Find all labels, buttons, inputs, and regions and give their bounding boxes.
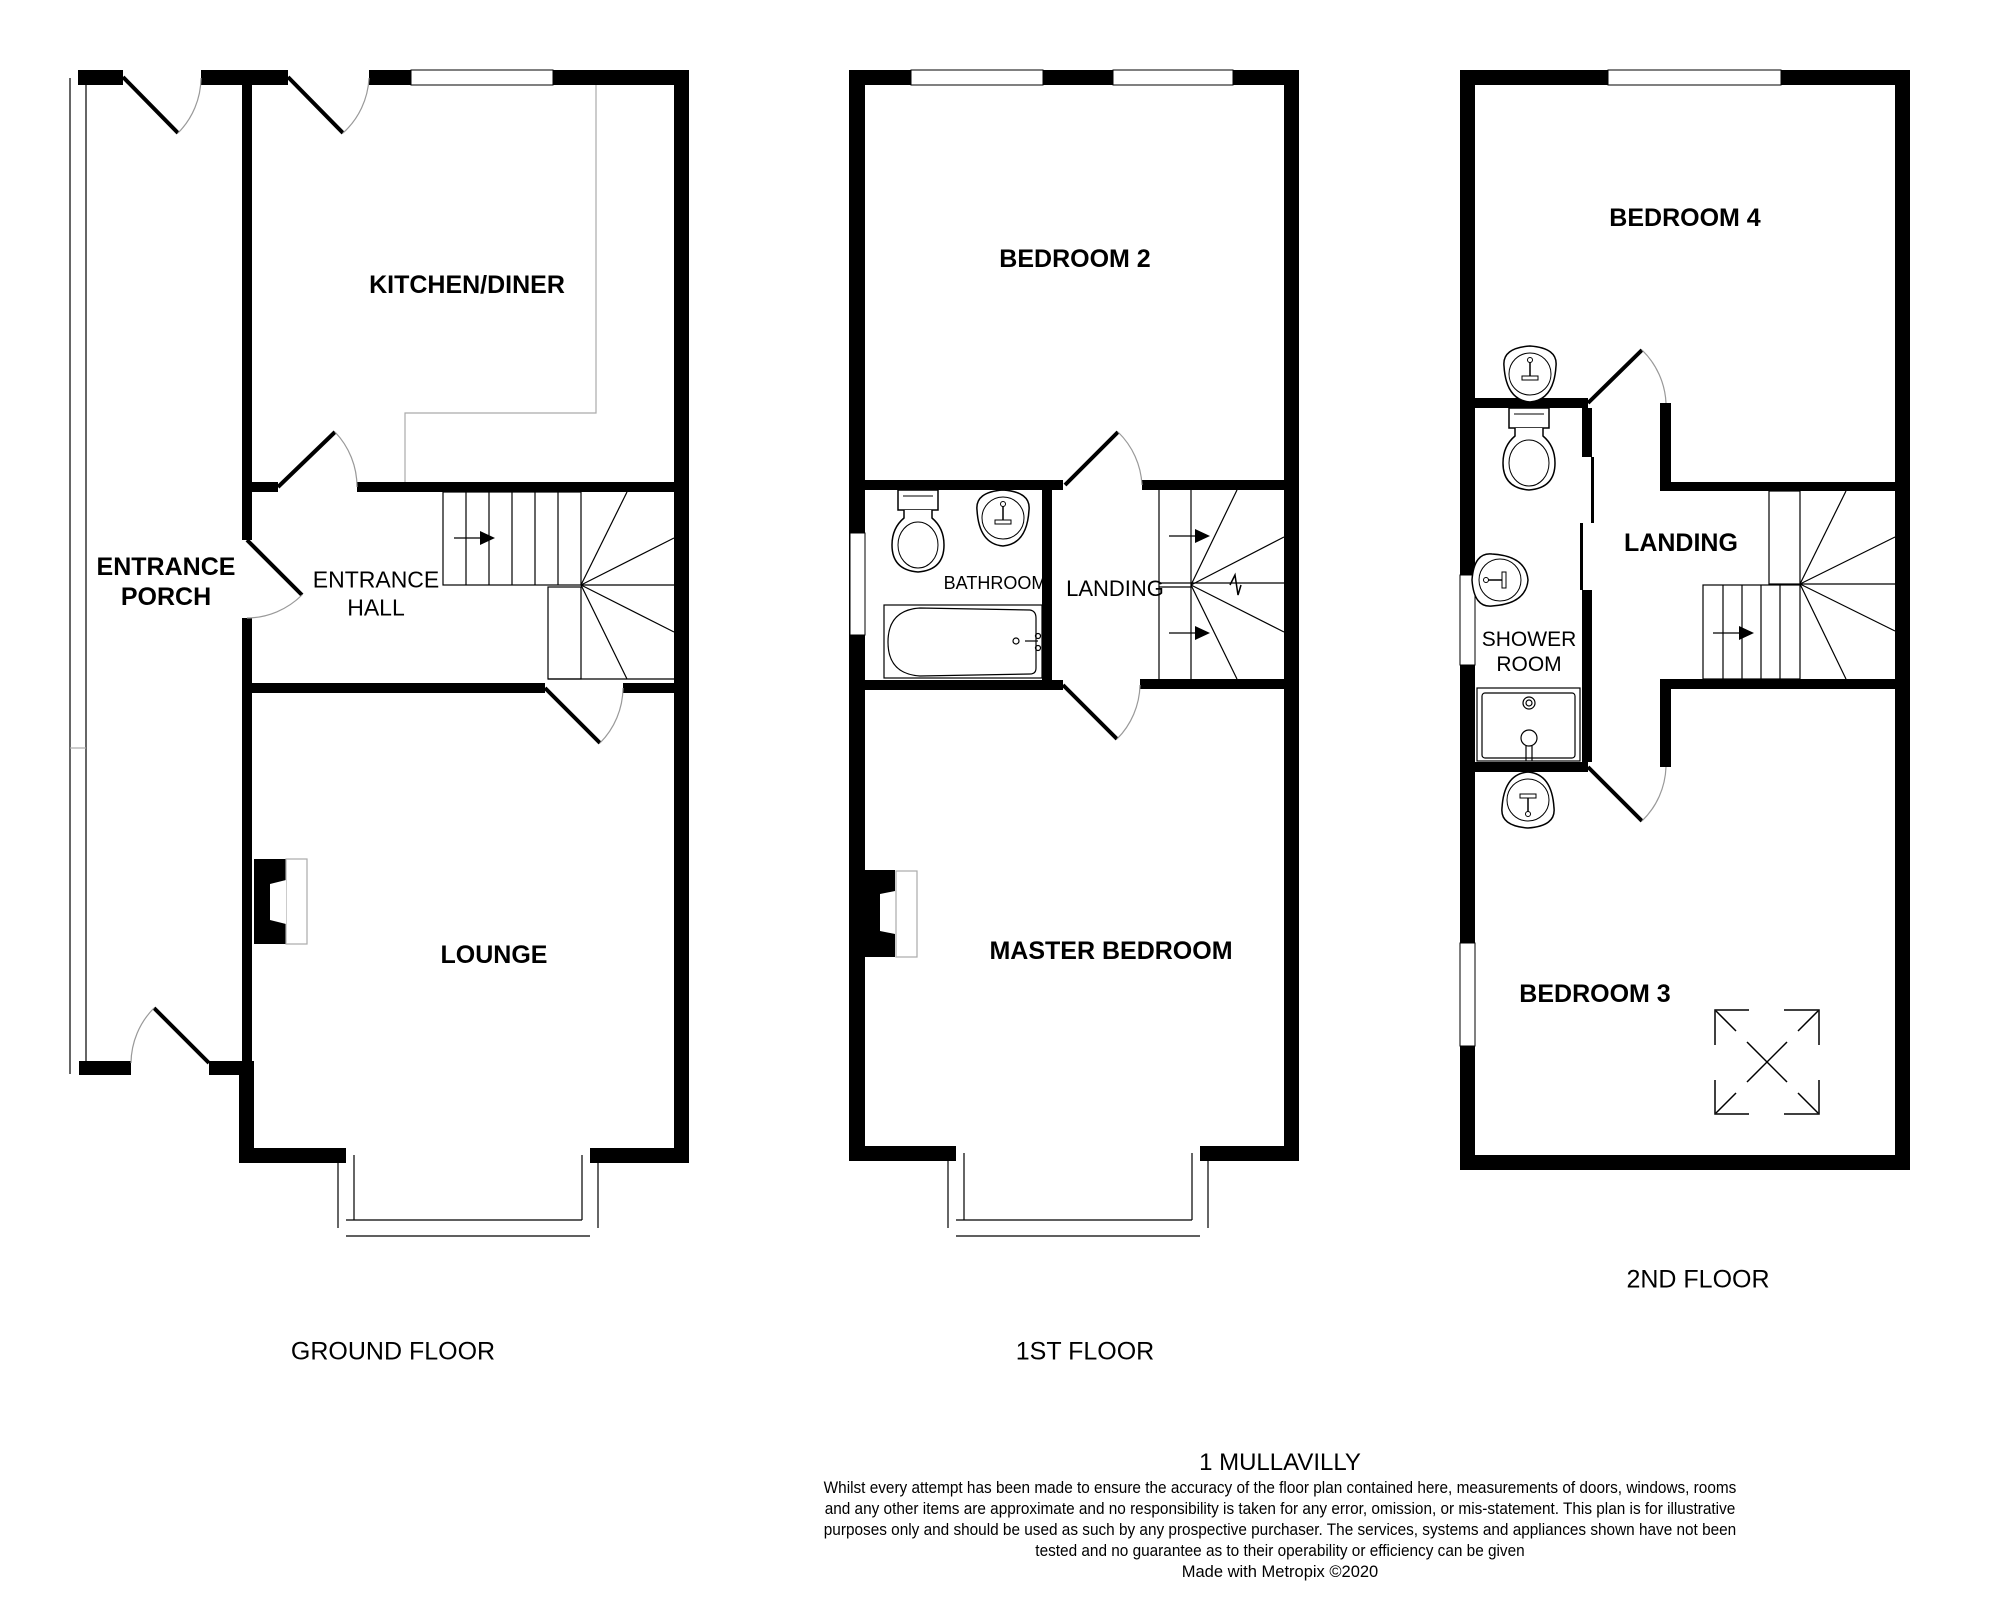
bedroom-2-window-left [910, 69, 1044, 86]
second-floor-plan [1459, 69, 1910, 1170]
bedroom-4-window [1607, 69, 1782, 86]
kitchen-worktop-outline [404, 85, 597, 482]
ground-staircase [442, 491, 675, 680]
plan-footer: 1 MULLAVILLY Whilst every attempt has be… [780, 1448, 1780, 1583]
metropix-credit: Made with Metropix ©2020 [1181, 1563, 1379, 1581]
disclaimer-text: Whilst every attempt has been made to en… [823, 1479, 1737, 1560]
master-fireplace-hearth [895, 870, 918, 958]
room-label-kitchen-diner: KITCHEN/DINER [369, 271, 565, 299]
master-bay-window [947, 1153, 1209, 1237]
bedroom-2-window-right [1112, 69, 1234, 86]
floor-label-ground: GROUND FLOOR [290, 1337, 496, 1366]
porch-glazed-wall [69, 78, 87, 1074]
room-label-shower-room: SHOWER ROOM [1481, 627, 1577, 676]
stair-direction-arrow-icon [1195, 529, 1210, 543]
ground-doors [121, 75, 624, 1065]
bedroom-3-window [1459, 942, 1476, 1047]
floor-label-first: 1ST FLOOR [1015, 1337, 1155, 1366]
room-label-entrance-hall: ENTRANCE HALL [312, 566, 440, 620]
second-walls [1460, 70, 1910, 1170]
floor-label-second: 2ND FLOOR [1626, 1265, 1770, 1294]
stair-direction-arrow-icon [1195, 626, 1210, 640]
basin-icon [976, 489, 1030, 547]
room-label-landing-first: LANDING [1066, 575, 1164, 601]
room-label-bedroom-2: BEDROOM 2 [999, 245, 1151, 273]
room-label-bedroom-4: BEDROOM 4 [1609, 204, 1761, 232]
room-label-entrance-porch: ENTRANCE PORCH [96, 553, 236, 611]
second-staircase [1702, 490, 1896, 680]
bathroom-window [849, 532, 866, 636]
stair-direction-arrow-icon [480, 531, 495, 545]
bedroom-4-basin-icon [1503, 345, 1557, 403]
first-staircase [1158, 489, 1285, 680]
bath-icon [883, 604, 1043, 679]
shower-room-window [1459, 574, 1476, 666]
property-address: 1 MULLAVILLY [1199, 1449, 1361, 1476]
stair-direction-arrow-icon [1739, 626, 1754, 640]
room-label-landing-second: LANDING [1624, 529, 1738, 557]
toilet-icon [891, 489, 945, 573]
lounge-fireplace-hearth [285, 858, 308, 945]
room-label-lounge: LOUNGE [440, 941, 548, 969]
bedroom-3-basin-icon [1501, 771, 1555, 829]
first-floor-plan [849, 69, 1299, 1237]
lounge-bay-window [337, 1155, 599, 1237]
room-label-bathroom: BATHROOM [943, 573, 1047, 594]
ground-floor-plan [69, 69, 689, 1237]
shower-tray-icon [1476, 687, 1581, 762]
ground-walls [78, 69, 689, 1163]
toilet-icon [1502, 407, 1556, 491]
second-doors [1586, 348, 1667, 823]
room-label-master-bedroom: MASTER BEDROOM [989, 937, 1233, 965]
basin-icon [1471, 553, 1529, 607]
first-doors [1061, 430, 1143, 741]
room-label-bedroom-3: BEDROOM 3 [1519, 980, 1671, 1008]
skylight-icon [1714, 1009, 1820, 1115]
